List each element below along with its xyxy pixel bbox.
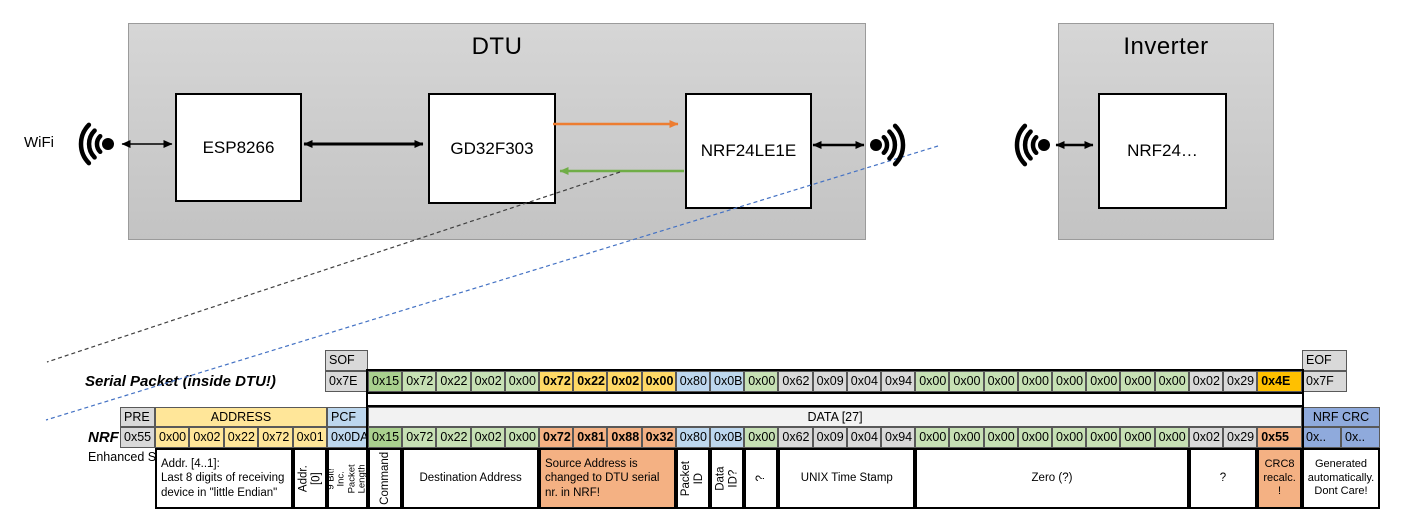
eof-header: EOF: [1302, 350, 1347, 371]
nrf-byte-cell: 0x00: [1086, 427, 1121, 448]
serial-byte-cell: 0x02: [1188, 371, 1223, 392]
nrf-byte-cell: 0x0B: [710, 427, 745, 448]
nrf-byte-cell: 0x00: [1052, 427, 1087, 448]
serial-byte-cell: 0x00: [1052, 371, 1087, 392]
serial-byte-cell: 0x4E: [1257, 371, 1303, 392]
nrf-crc-header: NRF CRC: [1302, 407, 1380, 427]
wifi-label: WiFi: [24, 134, 54, 151]
pre-value: 0x55: [120, 427, 155, 448]
nrf-byte-cell: 0x29: [1223, 427, 1258, 448]
nrf-byte-cell: 0x04: [846, 427, 881, 448]
address-byte-cell: 0x22: [223, 427, 259, 448]
annotation-box: Packet ID: [675, 448, 710, 509]
serial-byte-cell: 0x72: [402, 371, 437, 392]
data-header: DATA [27]: [368, 407, 1302, 427]
nrf-byte-cell: 0x15: [368, 427, 403, 448]
component-nrf24le1e: NRF24LE1E: [685, 93, 812, 209]
wifi-icon: [1014, 123, 1050, 167]
nrf-byte-cell: 0x22: [436, 427, 471, 448]
address-byte-cell: 0x00: [155, 427, 190, 448]
annotation-box: ?: [744, 448, 779, 509]
serial-byte-cell: 0x0B: [710, 371, 745, 392]
nrf-byte-cell: 0x55: [1257, 427, 1303, 448]
nrf-crc-value-cell: 0x..: [1341, 427, 1380, 448]
serial-byte-cell: 0x22: [573, 371, 608, 392]
serial-byte-cell: 0x00: [1017, 371, 1052, 392]
annotation-box: Source Address is changed to DTU serial …: [539, 448, 676, 509]
annotation-box: Addr.[0]: [292, 448, 327, 509]
sof-header: SOF: [325, 350, 368, 371]
annotation-box: Command: [368, 448, 403, 509]
nrf-crc-value-cell: 0x..: [1302, 427, 1341, 448]
nrf-byte-cell: 0x00: [1154, 427, 1189, 448]
pre-header: PRE: [120, 407, 155, 427]
serial-byte-cell: 0x00: [641, 371, 676, 392]
serial-byte-cell: 0x94: [881, 371, 916, 392]
nrf-byte-cell: 0x09: [812, 427, 847, 448]
nrf-byte-cell: 0x80: [675, 427, 710, 448]
nrf-byte-cell: 0x00: [1120, 427, 1155, 448]
nrf-byte-cell: 0x00: [1017, 427, 1052, 448]
annotation-box: Generated automatically. Dont Care!: [1302, 448, 1380, 509]
nrf-byte-cell: 0x00: [744, 427, 779, 448]
serial-packet-label: Serial Packet (inside DTU!): [85, 373, 276, 390]
nrf-byte-cell: 0x00: [915, 427, 950, 448]
annotation-box: CRC8 recalc. !: [1257, 448, 1302, 509]
serial-byte-cell: 0x02: [607, 371, 642, 392]
annotation-box: Zero (?): [915, 448, 1189, 509]
inverter-title: Inverter: [1123, 33, 1209, 60]
nrf-byte-cell: 0x00: [983, 427, 1018, 448]
nrf-byte-cell: 0x62: [778, 427, 813, 448]
pcf-header: PCF: [327, 407, 368, 427]
nrf-byte-cell: 0x32: [641, 427, 676, 448]
nrf-byte-cell: 0x88: [607, 427, 642, 448]
annotation-box: 9 Bit! Inc. Packet Length: [326, 448, 368, 509]
serial-byte-cell: 0x00: [1120, 371, 1155, 392]
serial-byte-cell: 0x29: [1223, 371, 1258, 392]
annotation-box: Data ID?: [710, 448, 745, 509]
sof-value: 0x7E: [325, 371, 368, 392]
serial-byte-cell: 0x00: [504, 371, 539, 392]
wifi-icon: [870, 123, 906, 167]
serial-byte-cell: 0x62: [778, 371, 813, 392]
serial-byte-cell: 0x04: [846, 371, 881, 392]
serial-byte-cell: 0x00: [949, 371, 984, 392]
nrf-byte-cell: 0x81: [573, 427, 608, 448]
serial-byte-cell: 0x00: [1154, 371, 1189, 392]
nrf-byte-cell: 0x00: [504, 427, 539, 448]
nrf-byte-cell: 0x02: [1188, 427, 1223, 448]
serial-byte-cell: 0x80: [675, 371, 710, 392]
serial-byte-cell: 0x09: [812, 371, 847, 392]
address-header: ADDRESS: [155, 407, 327, 427]
dtu-title: DTU: [471, 33, 523, 60]
nrf-byte-cell: 0x72: [402, 427, 437, 448]
serial-byte-cell: 0x00: [983, 371, 1018, 392]
wifi-icon: [78, 122, 114, 166]
serial-byte-cell: 0x02: [470, 371, 505, 392]
data-map-connector-left: [366, 392, 368, 407]
serial-byte-cell: 0x00: [915, 371, 950, 392]
serial-byte-cell: 0x00: [1086, 371, 1121, 392]
pcf-value: 0x0DA: [327, 427, 369, 448]
data-map-connector-right: [1302, 392, 1304, 407]
nrf-byte-cell: 0x94: [881, 427, 916, 448]
nrf-byte-cell: 0x00: [949, 427, 984, 448]
annotation-box: UNIX Time Stamp: [778, 448, 916, 509]
serial-byte-cell: 0x22: [436, 371, 471, 392]
annotation-box: ?: [1188, 448, 1258, 509]
address-byte-cell: 0x01: [292, 427, 327, 448]
serial-byte-cell: 0x00: [744, 371, 779, 392]
component-nrf24-inverter: NRF24…: [1098, 93, 1227, 209]
address-byte-cell: 0x02: [189, 427, 224, 448]
nrf-byte-cell: 0x02: [470, 427, 505, 448]
annotation-box: Destination Address: [402, 448, 539, 509]
component-esp8266: ESP8266: [175, 93, 302, 202]
component-gd32f303: GD32F303: [428, 93, 556, 204]
address-byte-cell: 0x72: [258, 427, 293, 448]
eof-value: 0x7F: [1302, 371, 1347, 392]
serial-byte-cell: 0x72: [539, 371, 574, 392]
nrf-byte-cell: 0x72: [539, 427, 574, 448]
serial-byte-cell: 0x15: [368, 371, 403, 392]
annotation-box: Addr. [4..1]: Last 8 digits of receiving…: [155, 448, 293, 509]
